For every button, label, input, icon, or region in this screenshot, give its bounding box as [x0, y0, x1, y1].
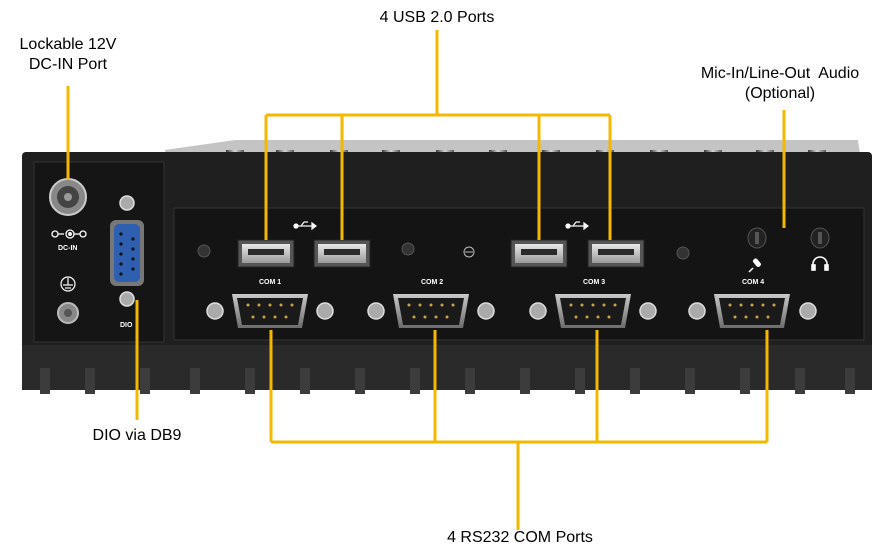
usb-port-1	[237, 239, 295, 268]
com2-label: COM 2	[421, 279, 444, 286]
com-callout: 4 RS232 COM Ports	[447, 529, 593, 546]
com-port-4	[688, 294, 817, 328]
com-port-1	[206, 294, 334, 328]
audio-callout-line1: Mic-In/Line-Out Audio	[700, 65, 860, 82]
com-port-2	[367, 294, 495, 328]
callout-lines	[66, 30, 786, 530]
dc-in-callout-line2: DC-IN Port	[28, 56, 108, 73]
usb-callout: 4 USB 2.0 Ports	[379, 9, 495, 26]
dio-db9-connector	[110, 195, 144, 307]
chassis	[22, 152, 872, 390]
usb-icon	[565, 221, 589, 231]
usb-port-4	[587, 239, 645, 268]
headphone-icon	[811, 256, 829, 271]
heatsink-bottom	[40, 368, 855, 394]
ground-icon	[60, 276, 76, 292]
com4-label: COM 4	[742, 279, 765, 286]
dc-in-label: DC-IN	[58, 245, 78, 252]
microphone-icon	[748, 258, 761, 273]
com1-label: COM 1	[259, 279, 282, 286]
dc-in-callout: Lockable 12V DC-IN Port	[2, 35, 134, 75]
usb-port-2	[313, 239, 371, 268]
usb-port-3	[510, 239, 568, 268]
mic-in-jack	[747, 227, 767, 249]
dc-in-callout-line1: Lockable 12V	[19, 36, 117, 53]
ground-screw	[57, 302, 79, 324]
ground-symbol-panel	[463, 246, 475, 258]
dc-in-jack	[49, 178, 87, 216]
com3-label: COM 3	[583, 279, 606, 286]
panel-screws	[197, 242, 690, 260]
audio-callout-line2: (Optional)	[744, 85, 816, 102]
line-out-jack	[810, 227, 830, 249]
com-port-3	[529, 294, 657, 328]
dio-callout: DIO via DB9	[92, 427, 182, 444]
audio-callout: Mic-In/Line-Out Audio (Optional)	[677, 64, 883, 104]
dio-label: DIO	[120, 322, 133, 329]
usb-icon	[293, 221, 317, 231]
dc-polarity-icon	[51, 229, 87, 239]
